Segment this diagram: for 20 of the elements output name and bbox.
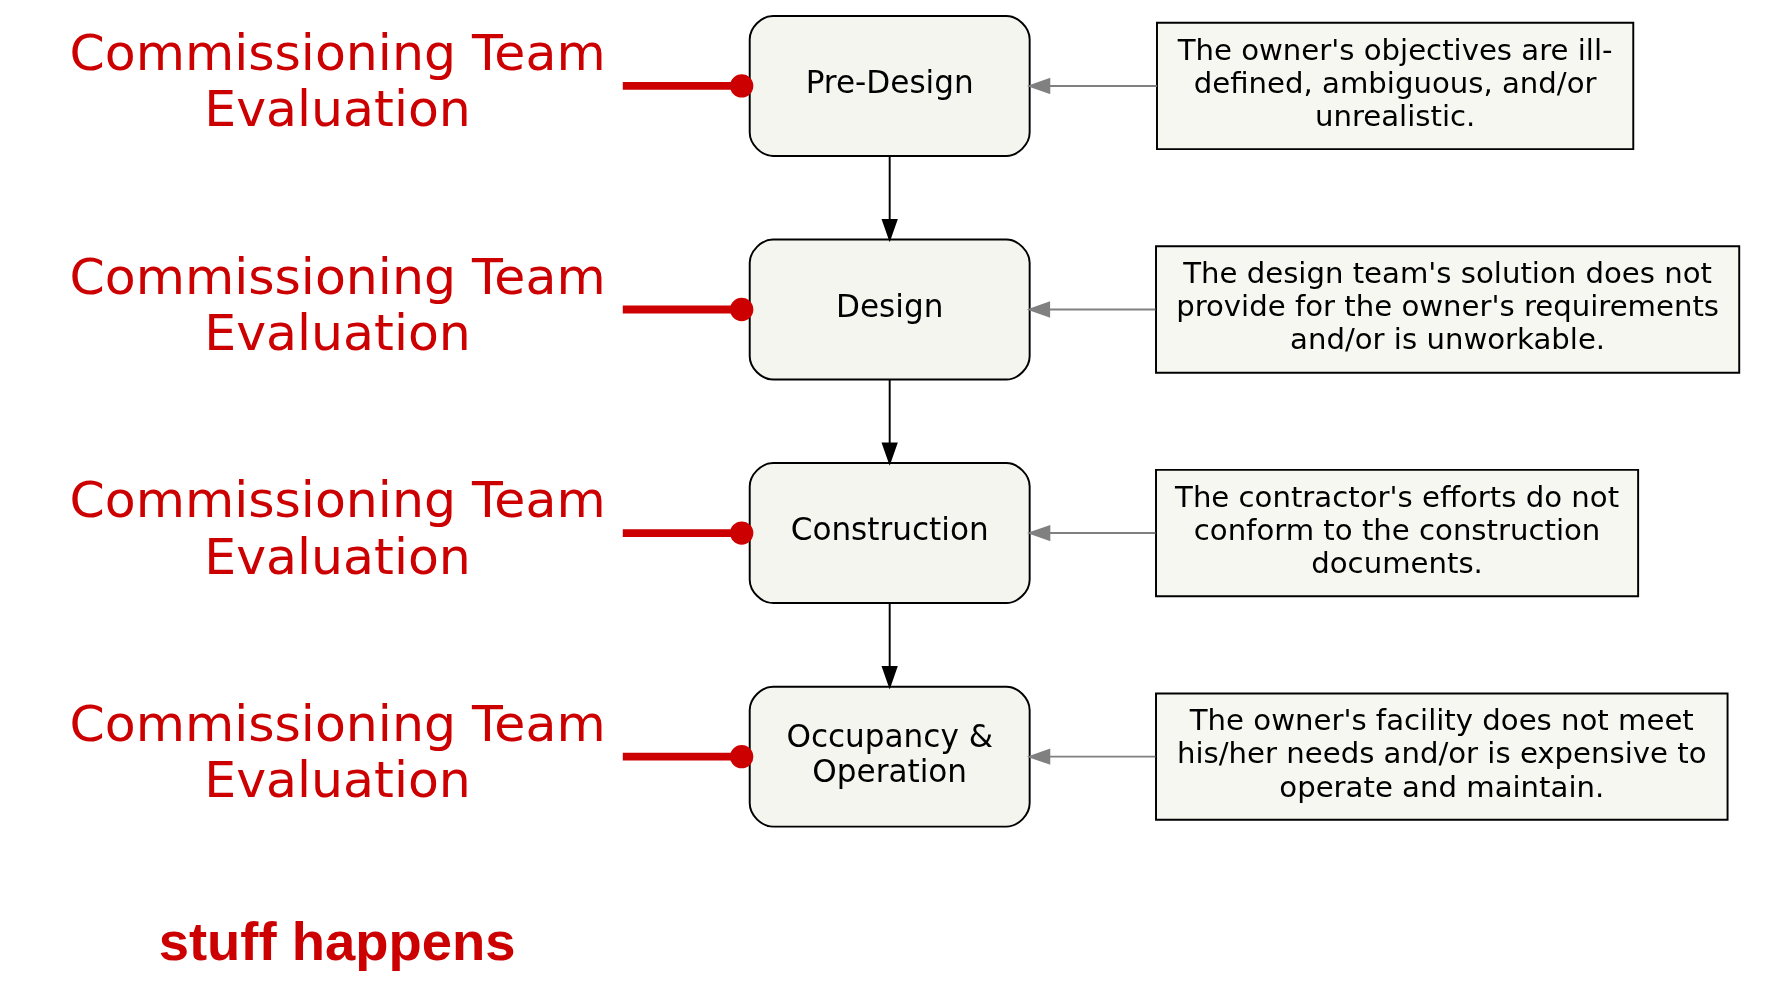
arrow — [1026, 301, 1157, 318]
node-text: Commissioning Team Evaluation — [69, 693, 606, 810]
arrow — [1026, 748, 1157, 765]
node-box: The owner's facility does not meet his/her needs and/or is expensive to operate and maintain. — [1155, 692, 1729, 821]
node-box: Occupancy & Operation — [748, 685, 1031, 828]
node-box: Design — [748, 238, 1031, 381]
arrow — [1026, 524, 1157, 542]
node-box: The contractor's efforts do not conform to the construction documents. — [1155, 468, 1640, 598]
node-text: Commissioning Team Evaluation — [69, 470, 606, 586]
node-text: Commissioning Team Evaluation — [69, 23, 606, 139]
label: stuff happens — [158, 910, 516, 972]
arrow — [881, 602, 898, 690]
arrow — [881, 155, 898, 243]
node-box: Construction — [748, 462, 1031, 605]
arrow — [881, 378, 898, 466]
node-box: The design team's solution does not provide for the owner's requirements and/or is unworkable. — [1155, 245, 1741, 374]
node-box: The owner's objectives are ill-defined, ambiguous, and/or unrealistic. — [1156, 21, 1635, 151]
arrow — [1026, 77, 1158, 95]
node-text: Commissioning Team Evaluation — [69, 246, 606, 362]
node-box: Pre-Design — [748, 15, 1031, 157]
